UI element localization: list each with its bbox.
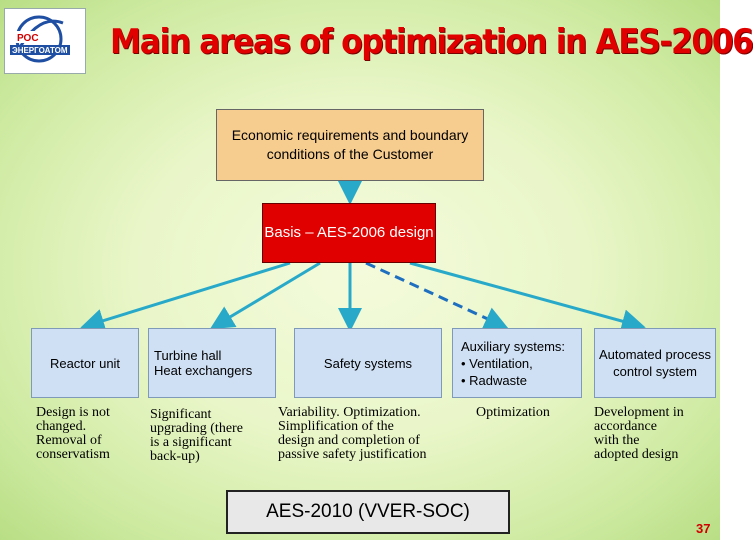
category-reactor-unit: Reactor unit [31, 328, 139, 398]
category-label: Automated process control system [598, 347, 711, 379]
description-safety-systems: Variability. Optimization. Simplificatio… [278, 405, 427, 462]
connector-arrows [80, 181, 646, 333]
category-label: Reactor unit [49, 355, 121, 371]
description-automated-control: Development in accordance with the adopt… [594, 405, 684, 462]
description-auxiliary-systems: Optimization [476, 405, 550, 420]
logo-text-ros: РОС [17, 33, 39, 44]
rosenergoatom-logo: РОС ЭНЕРГОАТОМ [4, 8, 86, 74]
description-turbine-hall: Significant upgrading (there is a signif… [150, 407, 243, 464]
category-label: Auxiliary systems: • Ventilation, • Radw… [461, 338, 566, 388]
economic-requirements-box: Economic requirements and boundary condi… [216, 109, 484, 181]
category-safety-systems: Safety systems [294, 328, 442, 398]
category-label: Turbine hall Heat exchangers [154, 348, 253, 378]
logo-graphic: РОС ЭНЕРГОАТОМ [10, 15, 70, 63]
arrow-to-auxiliary-systems [365, 261, 509, 330]
category-automated-control: Automated process control system [594, 328, 716, 398]
category-label: Safety systems [323, 355, 413, 371]
page-number: 37 [696, 521, 711, 536]
description-reactor-unit: Design is not changed. Removal of conser… [36, 405, 110, 462]
basis-aes2006-box: Basis – AES-2006 design [262, 203, 436, 263]
arrow-to-turbine-hall [209, 261, 321, 330]
slide-title: Main areas of optimization in AES-2006 [110, 22, 753, 62]
arrow-to-reactor-unit [80, 261, 291, 333]
slide-background [0, 0, 720, 540]
category-turbine-hall: Turbine hall Heat exchangers [148, 328, 276, 398]
aes2010-box: AES-2010 (VVER-SOC) [226, 490, 510, 534]
category-auxiliary-systems: Auxiliary systems: • Ventilation, • Radw… [452, 328, 582, 398]
arrow-to-automated-control [409, 261, 646, 333]
logo-text-energoatom: ЭНЕРГОАТОМ [12, 46, 68, 55]
